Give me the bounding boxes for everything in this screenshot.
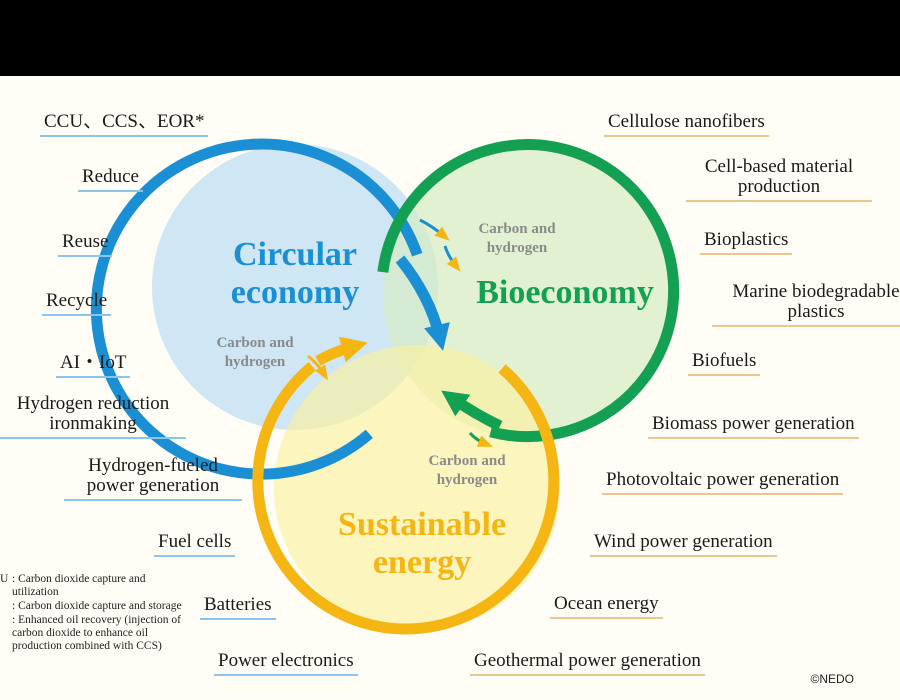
hub-circular-economy: Circular economy: [230, 236, 360, 311]
hub-bioeconomy: Bioeconomy: [476, 274, 654, 311]
footnote-key: U: [0, 573, 9, 585]
hub-sustainable-energy: Sustainable energy: [337, 506, 507, 581]
flow-arrow-4: [468, 431, 493, 447]
flow-arrow-2: [443, 245, 461, 272]
right-item: Biomass power generation: [648, 414, 859, 439]
blue-arrow: [395, 255, 450, 351]
footnote: : Carbon dioxide capture and storage: [0, 600, 187, 613]
right-item: Cellulose nanofibers: [604, 112, 769, 137]
footnote: U : Carbon dioxide capture and utilizati…: [0, 573, 187, 599]
left-item: Reduce: [78, 167, 143, 192]
sustainable-energy-ring: [252, 362, 560, 635]
left-item: Batteries: [200, 595, 276, 620]
right-item: Marine biodegradable plastics: [712, 282, 900, 327]
right-item: Cell-based material production: [686, 157, 872, 202]
footnote-text: : Enhanced oil recovery (injection of ca…: [12, 614, 181, 652]
flow-arrow-3: [307, 354, 328, 381]
left-item: Hydrogen-fueled power generation: [64, 456, 242, 501]
bioeconomy-ring: [377, 139, 680, 443]
left-item: Hydrogen reduction ironmaking: [0, 394, 186, 439]
footnote: : Enhanced oil recovery (injection of ca…: [0, 614, 187, 653]
credit: ©NEDO: [810, 672, 854, 686]
left-item: Recycle: [42, 291, 112, 316]
venn-diagram: [90, 138, 680, 635]
right-item: Photovoltaic power generation: [602, 470, 844, 495]
circular-economy-ring: [90, 138, 423, 480]
flow-arrow-1: [419, 218, 450, 241]
right-item: Ocean energy: [550, 594, 663, 619]
flow-label-left: Carbon and hydrogen: [216, 335, 294, 370]
right-item: Bioplastics: [700, 230, 793, 255]
left-item: Fuel cells: [154, 532, 236, 557]
green-arrow: [441, 390, 503, 431]
right-item: Wind power generation: [590, 532, 777, 557]
left-item: Reuse: [58, 232, 113, 257]
left-item: Power electronics: [214, 651, 358, 676]
yellow-arrow: [315, 336, 368, 366]
right-item: Geothermal power generation: [470, 651, 705, 676]
right-item: Biofuels: [688, 351, 761, 376]
footnote-text: : Carbon dioxide capture and utilization: [12, 573, 146, 598]
left-item: AI・IoT: [56, 353, 131, 378]
footnote-text: : Carbon dioxide capture and storage: [12, 600, 182, 612]
flow-label-top: Carbon and hydrogen: [478, 221, 556, 256]
footnotes: U : Carbon dioxide capture and utilizati…: [0, 573, 187, 654]
diagram-canvas: Circular economy Bioeconomy Sustainable …: [0, 76, 900, 700]
flow-label-bottom: Carbon and hydrogen: [428, 453, 506, 488]
left-item: CCU、CCS、EOR*: [40, 112, 209, 137]
